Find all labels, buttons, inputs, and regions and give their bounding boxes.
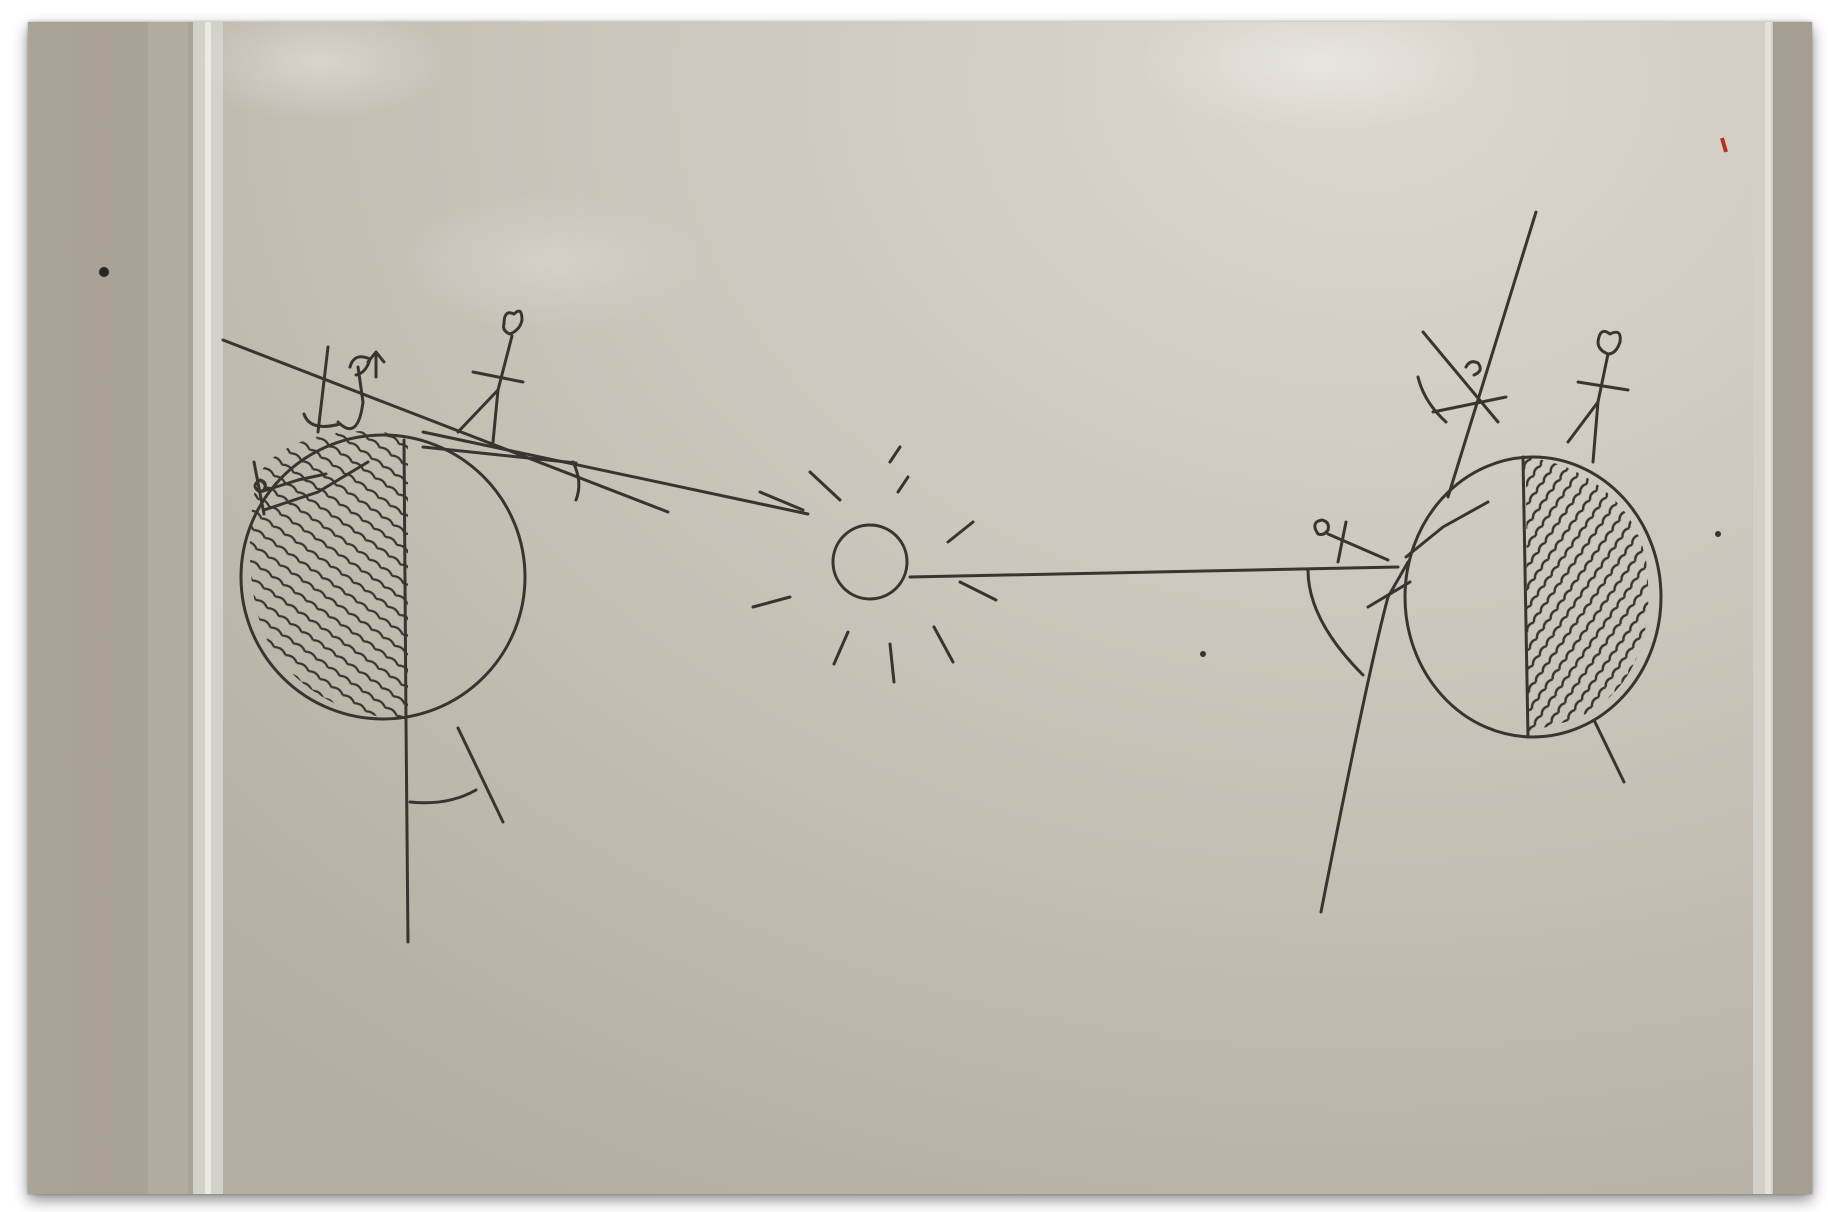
left-figure-side xyxy=(252,460,328,516)
left-globe xyxy=(239,431,527,944)
left-figure-middle xyxy=(302,345,386,434)
right-globe xyxy=(1319,210,1663,914)
board-surface xyxy=(223,22,1753,1194)
red-mark xyxy=(1720,137,1728,153)
sun xyxy=(751,445,998,684)
right-figure-side xyxy=(1306,518,1390,677)
whiteboard-photo xyxy=(28,22,1812,1194)
right-figure-middle xyxy=(1416,330,1508,424)
whiteboard-drawing xyxy=(28,22,1812,1194)
right-figure-top xyxy=(1566,329,1630,464)
wall-screw xyxy=(99,267,109,277)
left-figure-top xyxy=(456,309,525,444)
